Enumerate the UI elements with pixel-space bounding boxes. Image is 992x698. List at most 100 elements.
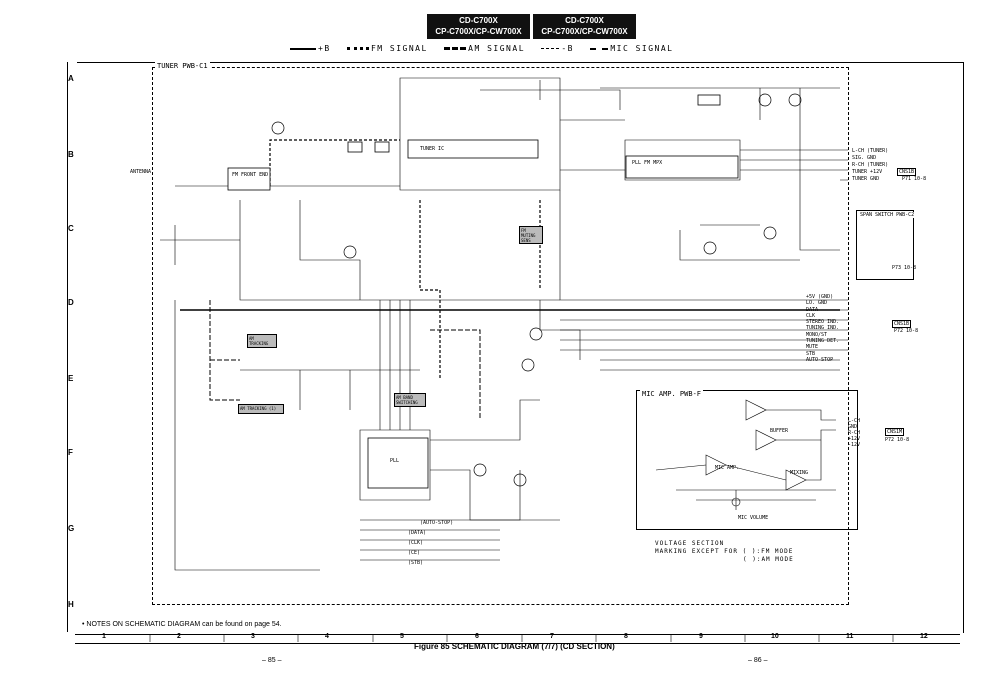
col-label-5: 5 (400, 633, 404, 640)
am-band-box: AM BAND SWITCHING (394, 393, 426, 407)
am-tracking-link-box: AM TRACKING (1) (238, 404, 284, 414)
tuner-pwb-panel (152, 67, 849, 605)
to-pwb-f: P72 10-8 (885, 437, 910, 443)
conn-mic-4: -12V (848, 442, 861, 448)
bus-ce: (CE) (408, 550, 421, 556)
row-label-e: E (68, 374, 74, 383)
conn-mr-9: STB (806, 350, 816, 357)
row-label-b: B (68, 150, 74, 159)
mic-buffer-label: BUFFER (770, 428, 789, 434)
conn-mr-3: CLK (806, 312, 816, 319)
row-label-f: F (68, 448, 73, 457)
fm-line-icon (346, 47, 369, 50)
col-label-7: 7 (550, 633, 554, 640)
antenna-label: ANTENNA (130, 169, 152, 175)
ic-pll-label: PLL (390, 458, 400, 464)
diagram-frame (77, 62, 964, 633)
conn-mr-6: MONO/ST (806, 331, 828, 338)
conn-tr-2: R-CH (TUNER) (852, 162, 889, 168)
col-label-9: 9 (699, 633, 703, 640)
conn-mr-1: LO. GND (806, 300, 828, 307)
to-pwb-f-mid: P72 10-8 (894, 328, 919, 334)
legend-b-minus: -B (561, 44, 574, 53)
row-label-h: H (68, 600, 74, 609)
conn-mr-0: +5V (GND) (806, 294, 834, 300)
mic-volume-label: MIC VOLUME (738, 515, 769, 521)
mic-amp-title: MIC AMP. PWB-F (640, 390, 704, 398)
conn-mic-0: L-CH (848, 418, 861, 424)
page-number-right: – 86 – (748, 657, 768, 664)
connector-mid-right: +5V (GND) LO. GND DATA CLK STEREO IND. T… (806, 294, 839, 363)
col-label-1: 1 (102, 633, 106, 640)
col-label-12: 12 (920, 633, 928, 640)
mic-amp-label: MIC AMP. (715, 465, 740, 471)
legend-am: AM SIGNAL (468, 44, 526, 53)
legend-b-plus: +B (318, 44, 331, 53)
bus-stb: (STB) (408, 560, 424, 566)
am-line-icon (444, 47, 467, 50)
conn-mr-4: STEREO IND. (806, 319, 840, 326)
model-header-left: CD-C700X CP-C700X/CP-CW700X (427, 14, 530, 39)
conn-tr-3: TUNER +12V (852, 169, 883, 175)
voltage-note-line1: VOLTAGE SECTION (655, 540, 725, 547)
tuner-pwb-title: TUNER PWB-C1 (155, 62, 210, 70)
mic-line-icon (590, 47, 609, 50)
cnp-mic-tag: CNS1M (885, 428, 905, 436)
connector-mic: L-CH GND R-CH +12V -12V (848, 418, 860, 448)
conn-mic-3: +12V (848, 436, 861, 442)
model-header-left-line2: CP-C700X/CP-CW700X (435, 27, 522, 36)
ic-mpx-label: PLL FM MPX (632, 160, 663, 166)
row-axis-frame (67, 62, 78, 632)
notes-reference: • NOTES ON SCHEMATIC DIAGRAM can be foun… (82, 621, 282, 628)
col-label-6: 6 (475, 633, 479, 640)
conn-mr-5: TUNING IND. (806, 325, 840, 332)
row-label-c: C (68, 224, 74, 233)
fm-muting-box: FM MUTING SENS (519, 226, 543, 244)
connector-top-right: L-CH (TUNER) SIG. GND R-CH (TUNER) TUNER… (852, 148, 888, 183)
column-axis (75, 634, 960, 644)
col-label-8: 8 (624, 633, 628, 640)
model-header-right-line2: CP-C700X/CP-CW700X (541, 27, 628, 36)
am-tracking-box: AM TRACKING (247, 334, 277, 348)
span-switch-panel (856, 210, 914, 280)
model-header-right: CD-C700X CP-C700X/CP-CW700X (533, 14, 636, 39)
model-header-left-line1: CD-C700X (459, 16, 498, 25)
model-header-right-line1: CD-C700X (565, 16, 604, 25)
conn-tr-0: L-CH (TUNER) (852, 148, 889, 154)
cnp-tuner-tag: CNS1B (897, 168, 917, 176)
mic-mixing-label: MIXING (790, 470, 809, 476)
conn-mic-1: GND (848, 424, 858, 430)
col-label-11: 11 (846, 633, 854, 640)
mic-amp-panel (636, 390, 858, 530)
figure-caption: Figure 85 SCHEMATIC DIAGRAM (7/7) (CD SE… (414, 642, 615, 651)
col-label-2: 2 (177, 633, 181, 640)
mic-amp-circuit (655, 399, 836, 510)
row-label-a: A (68, 74, 74, 83)
cnp-mid-tag: CNS1B (892, 320, 912, 328)
fm-front-end-label: FM FRONT END (232, 172, 269, 178)
conn-tr-1: SIG. GND (852, 155, 877, 161)
b-plus-line-icon (290, 47, 316, 50)
conn-tr-4: TUNER GND (852, 176, 880, 182)
conn-mr-2: DATA (806, 306, 819, 313)
col-label-4: 4 (325, 633, 329, 640)
signal-legend: +B FM SIGNAL AM SIGNAL -B MIC SIGNAL (290, 44, 683, 53)
legend-mic: MIC SIGNAL (610, 44, 674, 53)
row-label-g: G (68, 524, 75, 533)
ic-tuner-label: TUNER IC (420, 146, 445, 152)
row-label-d: D (68, 298, 74, 307)
conn-mic-2: R-CH (848, 430, 861, 436)
to-pwb-c2: P73 10-8 (892, 265, 917, 271)
bus-auto-stop: (AUTO-STOP) (420, 520, 454, 526)
voltage-note-line3: ( ):AM MODE (743, 556, 794, 563)
legend-fm: FM SIGNAL (370, 44, 428, 53)
col-label-3: 3 (251, 633, 255, 640)
voltage-note: VOLTAGE SECTION MARKING EXCEPT FOR ( ):F… (655, 540, 794, 564)
voltage-note-line2: MARKING EXCEPT FOR ( ):FM MODE (655, 548, 794, 555)
conn-mr-10: AUTO-STOP (806, 356, 834, 363)
bus-clk: (CLK) (408, 540, 424, 546)
conn-mr-7: TUNING DET. (806, 338, 840, 345)
span-switch-title: SPAN SWITCH PWB-C2 (858, 212, 917, 218)
b-minus-line-icon (541, 48, 560, 49)
